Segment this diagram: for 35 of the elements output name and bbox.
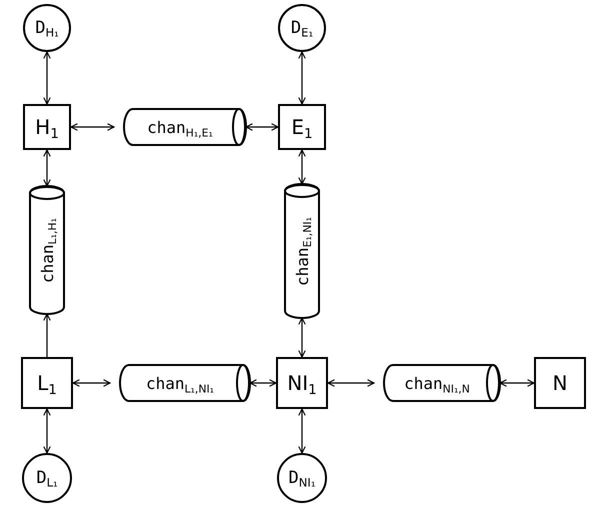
data-store-circle	[23, 4, 71, 52]
arrow	[298, 408, 306, 454]
node-label: D$_{L₁}$	[36, 468, 58, 488]
node-label: E$_{1}$	[291, 115, 313, 139]
arrow	[298, 317, 306, 358]
process-box	[276, 357, 328, 409]
arrow	[43, 313, 51, 357]
arrow	[70, 123, 115, 131]
node-label: chan$_{H₁,E₁}$	[147, 118, 213, 136]
arrow	[499, 379, 535, 387]
data-store-circle	[278, 4, 326, 52]
node-label: H$_{1}$	[35, 115, 59, 139]
arrow	[245, 123, 279, 131]
node-label: N	[552, 371, 568, 395]
arrow	[43, 51, 51, 105]
arrow	[43, 408, 51, 454]
arrow	[298, 51, 306, 105]
process-box	[278, 104, 326, 150]
arrow	[249, 379, 277, 387]
node-label: D$_{NI₁}$	[288, 468, 316, 488]
arrow	[72, 379, 111, 387]
process-box	[21, 357, 73, 409]
node-label: L$_{1}$	[37, 371, 57, 395]
node-label: chan$_{L₁,NI₁}$	[146, 374, 214, 392]
arrow	[43, 149, 51, 187]
node-label: NI$_{1}$	[287, 371, 317, 395]
data-store-circle	[277, 453, 327, 503]
node-label: D$_{H₁}$	[35, 18, 59, 38]
node-label: D$_{E₁}$	[290, 18, 314, 38]
data-store-circle	[22, 453, 72, 503]
arrow	[327, 379, 375, 387]
process-box	[534, 357, 586, 409]
process-box	[23, 104, 71, 150]
node-label: chan$_{NI₁,N}$	[404, 374, 470, 392]
arrow	[298, 149, 306, 185]
